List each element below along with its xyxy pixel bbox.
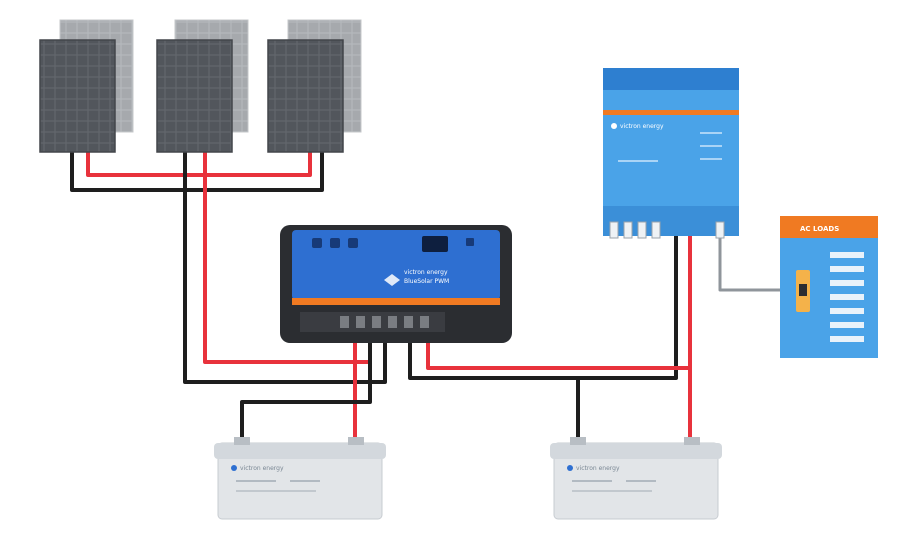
panel-negative-bus: [70, 148, 324, 192]
controller-model: BlueSolar PWM: [404, 278, 449, 285]
distribution-panel: AC LOADS: [780, 216, 878, 358]
inverter: victron energy: [603, 68, 739, 239]
panel-positive-bus: [86, 148, 312, 177]
pv-negative-wire: [183, 148, 387, 384]
distribution-panel-label: AC LOADS: [800, 225, 839, 233]
controller-display: [422, 236, 448, 252]
solar-panel-1: [39, 19, 134, 153]
controller-terminals: [340, 316, 429, 328]
battery-left-brand: victron energy: [240, 465, 284, 472]
battery-right: victron energy: [550, 437, 722, 520]
solar-panel-3: [267, 19, 362, 153]
inverter-brand: victron energy: [620, 123, 664, 130]
charge-controller-icon: [384, 274, 400, 286]
distribution-panel-icon: [796, 270, 810, 312]
breaker-row: [830, 252, 864, 342]
battery-left: victron energy: [214, 437, 386, 520]
battery-right-brand: victron energy: [576, 465, 620, 472]
ac-output-wire: [718, 226, 784, 292]
load-positive-wire: [426, 220, 692, 370]
battery-left-negative-wire: [240, 328, 372, 447]
inverter-icon: [611, 123, 617, 129]
load-negative-wire: [408, 220, 678, 380]
solar-panel-2: [156, 19, 249, 153]
charge-controller: victron energy BlueSolar PWM: [280, 225, 512, 343]
battery-icon: [231, 465, 237, 471]
inverter-terminals: [609, 221, 725, 239]
controller-brand: victron energy: [404, 269, 448, 276]
wiring: [70, 148, 784, 447]
